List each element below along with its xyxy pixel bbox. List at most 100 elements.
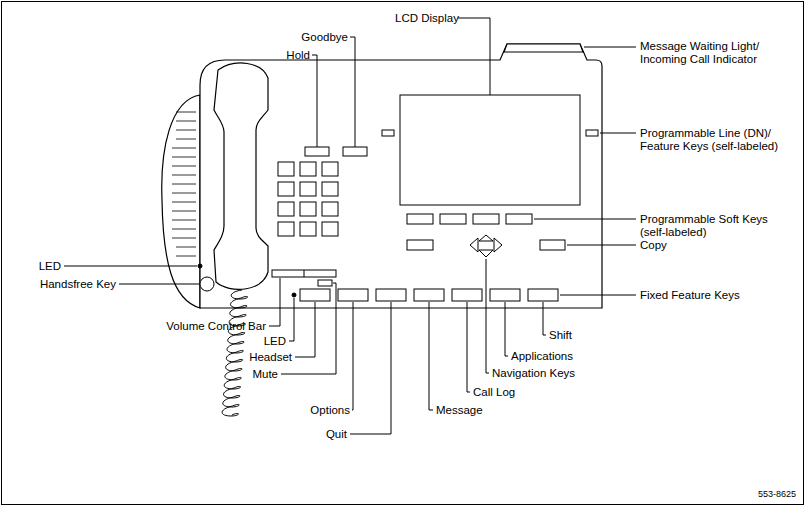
grille-slot <box>172 238 196 239</box>
message-waiting-light <box>504 44 583 52</box>
led-dot <box>292 293 296 297</box>
leader-line <box>352 302 353 410</box>
leader-lines <box>64 18 636 434</box>
leader-line <box>350 37 355 147</box>
headset-key <box>300 289 330 301</box>
grille-slot <box>172 166 196 167</box>
message-key <box>414 289 444 301</box>
callout-label: Handsfree Key <box>40 278 116 291</box>
copy-key <box>540 240 565 250</box>
leader-line <box>350 302 391 434</box>
handset-body <box>214 63 268 289</box>
navigation-keys <box>470 235 502 257</box>
grille-slot <box>172 157 196 158</box>
handset <box>214 63 268 289</box>
dial-key <box>278 222 294 236</box>
phone-body <box>162 44 602 308</box>
mute-key <box>318 280 332 286</box>
dial-key <box>278 202 294 216</box>
callout-label: LCD Display <box>395 12 459 25</box>
leader-line <box>505 302 508 356</box>
leader-line <box>584 47 636 48</box>
grille-slot <box>172 193 196 194</box>
goodbye-key <box>343 147 367 156</box>
grille-slot <box>176 256 196 257</box>
dial-key <box>300 202 316 216</box>
callout-label: Hold <box>286 49 310 62</box>
callout-label: Mute <box>252 368 278 381</box>
grille-slot <box>172 229 196 230</box>
handsfree-key <box>200 277 214 291</box>
leader-line <box>119 284 199 285</box>
soft-key <box>407 214 433 224</box>
callout-label: Copy <box>640 239 667 252</box>
grille-slot <box>172 220 196 221</box>
figure-number: 553-8625 <box>758 489 796 500</box>
callout-label: Applications <box>511 350 573 363</box>
dial-key <box>322 202 338 216</box>
speaker-housing <box>162 95 200 308</box>
line-key <box>382 130 394 136</box>
callout-label: Navigation Keys <box>492 367 575 380</box>
leader-line <box>312 55 317 147</box>
quit-key <box>376 289 406 301</box>
grille-slot <box>172 211 196 212</box>
leader-line <box>560 295 636 296</box>
soft-key <box>440 214 466 224</box>
callout-label: Message Waiting Light/ Incoming Call Ind… <box>640 40 790 66</box>
dial-key <box>278 162 294 176</box>
leader-line <box>543 302 546 335</box>
shift-key <box>528 289 558 301</box>
dial-key <box>322 162 338 176</box>
dial-key <box>322 222 338 236</box>
dial-key <box>278 182 294 196</box>
callout-label: LED <box>264 335 286 348</box>
volume-bar <box>272 270 336 277</box>
leader-line <box>486 259 489 373</box>
feature-key <box>407 240 433 250</box>
hold-key <box>305 147 329 156</box>
dial-key <box>322 182 338 196</box>
applications-key <box>490 289 520 301</box>
leader-line <box>534 219 636 220</box>
dial-key <box>300 162 316 176</box>
callout-label: Volume Control Bar <box>166 320 266 333</box>
lcd-display <box>400 95 580 205</box>
grille-slot <box>176 247 196 248</box>
grille-slot <box>172 148 196 149</box>
grille-slot <box>176 121 196 122</box>
callout-label: Programmable Soft Keys (self-labeled) <box>640 213 790 239</box>
base-housing <box>200 44 602 308</box>
leader-line <box>295 302 315 357</box>
leader-line <box>429 302 433 410</box>
callout-label: Call Log <box>473 386 515 399</box>
led-dot <box>198 264 202 268</box>
grille-slot <box>172 175 196 176</box>
leader-line <box>64 266 197 267</box>
callout-label: LED <box>39 260 61 273</box>
callout-label: Options <box>310 404 350 417</box>
dial-key <box>300 182 316 196</box>
speaker-grille <box>172 112 196 256</box>
line-key <box>586 130 598 136</box>
callout-label: Fixed Feature Keys <box>640 289 740 302</box>
grille-slot <box>176 139 196 140</box>
grille-slot <box>176 130 196 131</box>
leader-line <box>467 302 470 392</box>
keys <box>198 95 598 301</box>
callout-label: Goodbye <box>301 31 348 44</box>
grille-slot <box>172 184 196 185</box>
handset-cord <box>222 290 248 416</box>
volume-divider <box>304 270 305 277</box>
callout-label: Message <box>436 404 483 417</box>
dial-pad <box>278 162 338 236</box>
options-key <box>338 289 368 301</box>
leader-line <box>269 278 280 326</box>
callout-label: Shift <box>549 329 572 342</box>
callout-label: Programmable Line (DN)/ Feature Keys (se… <box>640 127 790 153</box>
dial-key <box>300 222 316 236</box>
